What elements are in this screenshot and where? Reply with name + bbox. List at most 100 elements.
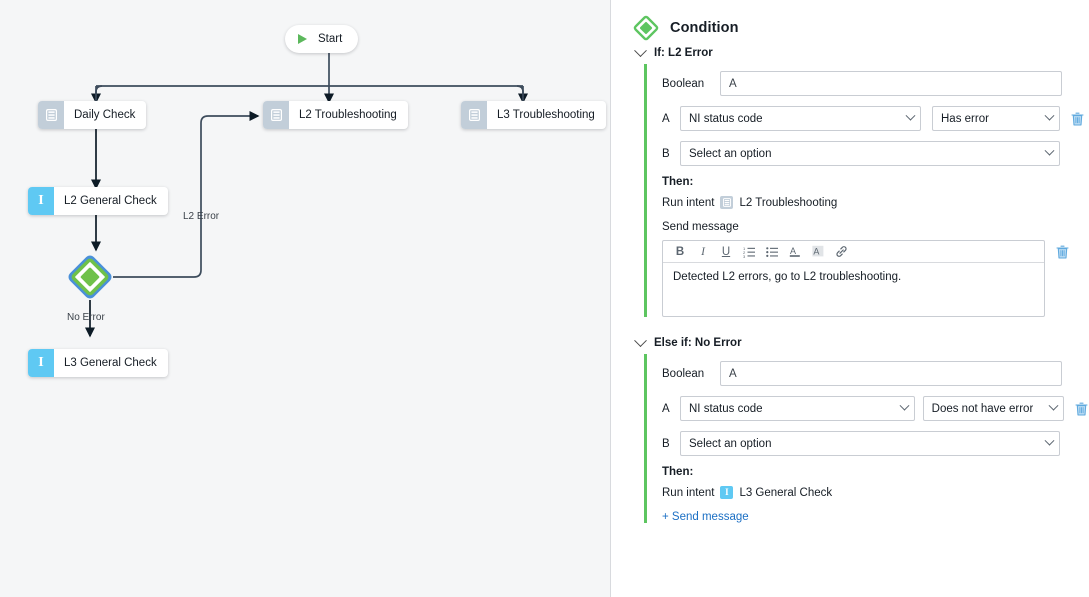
branch-if-header[interactable]: If: L2 Error <box>611 42 1089 64</box>
highlight-color-icon[interactable]: A <box>811 244 825 260</box>
flow-node-daily-check[interactable]: Daily Check <box>38 101 147 129</box>
operand-key-b: B <box>662 437 670 450</box>
variable-select-a-value: NI status code <box>689 402 763 415</box>
variable-select-b[interactable]: Select an option <box>680 431 1060 456</box>
intent-icon: I <box>28 187 54 215</box>
svg-text:1: 1 <box>743 246 746 251</box>
edge-label-l2-error: L2 Error <box>183 211 220 222</box>
condition-properties-panel: Condition If: L2 Error Boolean A A NI st… <box>611 0 1089 597</box>
flow-node-label: L2 General Check <box>64 195 157 207</box>
variable-select-b[interactable]: Select an option <box>680 141 1060 166</box>
flow-node-label: Start <box>318 33 343 45</box>
flow-node-l3-troubleshooting[interactable]: L3 Troubleshooting <box>461 101 606 129</box>
boolean-expression-input[interactable]: A <box>720 361 1062 386</box>
run-intent-label: Run intent <box>662 196 715 209</box>
boolean-label: Boolean <box>662 77 705 90</box>
edge-label-no-error: No Error <box>67 312 105 323</box>
flow-canvas[interactable]: Start Daily Check <box>0 0 611 597</box>
ordered-list-icon[interactable]: 1 2 3 <box>742 244 756 260</box>
chevron-down-icon <box>1044 145 1055 156</box>
chevron-down-icon <box>899 400 910 411</box>
chevron-down-icon <box>1044 110 1055 121</box>
intent-icon: I <box>28 349 54 377</box>
variable-select-b-value: Select an option <box>689 437 772 450</box>
text-color-icon[interactable]: A <box>788 244 802 260</box>
branch-if-title: If: L2 Error <box>654 47 713 59</box>
operator-select-a[interactable]: Does not have error <box>922 396 1064 421</box>
boolean-label: Boolean <box>662 367 705 380</box>
link-icon[interactable] <box>834 244 848 260</box>
flow-node-condition[interactable] <box>67 254 113 300</box>
branch-if: If: L2 Error Boolean A A NI status code … <box>611 42 1089 317</box>
branch-else-if-body: Boolean A A NI status code Does not have… <box>644 354 1089 523</box>
flow-node-label: L2 Troubleshooting <box>299 109 397 121</box>
operator-select-a-value: Does not have error <box>931 402 1034 415</box>
flow-node-l2-general-check[interactable]: I L2 General Check <box>28 187 168 215</box>
condition-diamond-icon <box>68 255 112 299</box>
operand-key-a: A <box>662 402 670 415</box>
chevron-down-icon <box>905 110 916 121</box>
chevron-down-icon[interactable] <box>634 43 647 57</box>
intent-list-icon <box>263 101 289 129</box>
operand-row-b: B Select an option <box>662 141 1089 166</box>
svg-text:A: A <box>813 246 819 256</box>
run-intent-target: L2 Troubleshooting <box>739 196 838 209</box>
intent-list-icon <box>720 196 734 209</box>
rich-text-editor[interactable]: B I U 1 2 3 <box>662 240 1045 317</box>
operand-key-b: B <box>662 147 670 160</box>
boolean-row: Boolean A <box>662 71 1089 96</box>
boolean-expression-input[interactable]: A <box>720 71 1062 96</box>
flow-node-start[interactable]: Start <box>285 25 359 53</box>
flow-connectors <box>84 53 529 338</box>
variable-select-a[interactable]: NI status code <box>680 396 915 421</box>
chevron-down-icon[interactable] <box>634 333 647 347</box>
run-intent-action-if[interactable]: Run intent L2 Troubleshooting <box>662 196 1089 209</box>
variable-select-b-value: Select an option <box>689 147 772 160</box>
condition-diamond-icon <box>633 15 659 41</box>
intent-list-icon <box>461 101 487 129</box>
flow-node-l3-general-check[interactable]: I L3 General Check <box>28 349 168 377</box>
operand-row-a: A NI status code Has error <box>662 106 1089 131</box>
run-intent-action-else-if[interactable]: Run intent I L3 General Check <box>662 486 1089 499</box>
delete-condition-a-button[interactable] <box>1074 401 1089 417</box>
delete-condition-a-button[interactable] <box>1070 111 1085 127</box>
intent-icon: I <box>720 486 734 499</box>
operand-row-a: A NI status code Does not have error <box>662 396 1089 421</box>
flow-node-label: L3 Troubleshooting <box>497 109 595 121</box>
unordered-list-icon[interactable] <box>765 244 779 260</box>
panel-header: Condition <box>611 0 1089 42</box>
run-intent-label: Run intent <box>662 486 715 499</box>
branch-else-if-header[interactable]: Else if: No Error <box>611 332 1089 354</box>
delete-send-message-button[interactable] <box>1055 244 1070 260</box>
send-message-action: B I U 1 2 3 <box>662 240 1089 317</box>
flow-node-label: Daily Check <box>74 109 136 121</box>
intent-list-icon <box>38 101 64 129</box>
underline-icon[interactable]: U <box>721 245 731 258</box>
run-intent-target: L3 General Check <box>739 486 833 499</box>
branch-if-body: Boolean A A NI status code Has error <box>644 64 1089 317</box>
svg-text:A: A <box>790 246 796 256</box>
trash-icon <box>1075 402 1088 416</box>
svg-text:2: 2 <box>743 250 746 255</box>
operand-row-b: B Select an option <box>662 431 1089 456</box>
chevron-down-icon <box>1048 400 1059 411</box>
trash-icon <box>1071 112 1084 126</box>
operator-select-a[interactable]: Has error <box>932 106 1060 131</box>
page-title: Condition <box>670 20 739 36</box>
message-text[interactable]: Detected L2 errors, go to L2 troubleshoo… <box>673 271 902 283</box>
trash-icon <box>1056 245 1069 259</box>
branch-else-if-title: Else if: No Error <box>654 337 742 349</box>
branch-else-if: Else if: No Error Boolean A A NI status … <box>611 332 1089 523</box>
flow-node-label: L3 General Check <box>64 357 157 369</box>
flow-node-l2-troubleshooting[interactable]: L2 Troubleshooting <box>263 101 408 129</box>
add-send-message-link[interactable]: + Send message <box>662 511 749 523</box>
variable-select-a-value: NI status code <box>689 112 763 125</box>
play-icon <box>298 34 307 44</box>
chevron-down-icon <box>1044 435 1055 446</box>
variable-select-a[interactable]: NI status code <box>680 106 921 131</box>
send-message-label: Send message <box>662 221 739 233</box>
svg-text:3: 3 <box>743 254 746 258</box>
italic-icon[interactable]: I <box>701 245 705 258</box>
bold-icon[interactable]: B <box>675 245 685 258</box>
